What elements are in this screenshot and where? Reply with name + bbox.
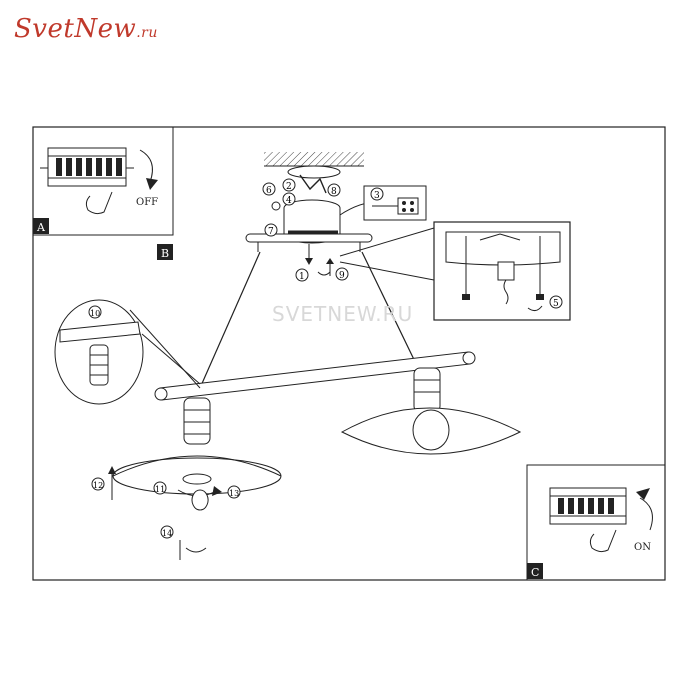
brand-logo: SvetNew.ru [14,14,158,44]
step-3: 3 [374,191,380,201]
watermark: SVETNEW.RU [272,302,414,326]
step-11: 11 [155,485,165,494]
logo-suffix: .ru [136,25,158,41]
ceiling-canopy [245,152,373,276]
step-8: 8 [331,187,337,197]
panel-power-off: OFF A B [32,126,174,260]
panel-a-label: A [36,221,46,234]
right-lamp-assembled [340,367,522,455]
mounting-detail: 5 [339,221,571,321]
step-1: 1 [299,272,305,282]
step-6: 6 [266,186,272,196]
step-5: 5 [553,299,559,309]
step-10: 10 [90,309,100,318]
rotate-arrow-icon [139,149,153,183]
off-label: OFF [136,197,158,208]
panel-power-on: ON C [526,464,666,581]
step-7: 7 [268,227,274,237]
on-label: ON [634,542,651,553]
step-9: 9 [339,271,345,281]
step-12: 12 [93,481,103,490]
left-wire [199,251,261,389]
step-2: 2 [286,182,292,192]
outer-frame [32,126,666,581]
lamp-bar [154,351,476,401]
breaker-box-icon [40,147,134,187]
terminal-block-detail: 3 [339,185,427,221]
step-4: 4 [286,196,292,206]
hand-icon [589,529,617,553]
right-wire [361,251,421,373]
left-lamp-exploded: 12 11 13 14 [91,397,282,560]
step-14: 14 [162,529,172,538]
hand-icon [85,191,113,215]
step-callouts-canopy: 6 2 4 8 7 1 9 [262,178,349,282]
panel-c-label: C [531,566,539,579]
socket-detail-bubble: 10 [54,299,201,405]
panel-b-label: B [161,247,169,260]
step-13: 13 [229,489,239,498]
rotate-arrow-icon [639,497,653,531]
logo-main: SvetNew [14,14,137,44]
breaker-box-icon [549,487,627,525]
